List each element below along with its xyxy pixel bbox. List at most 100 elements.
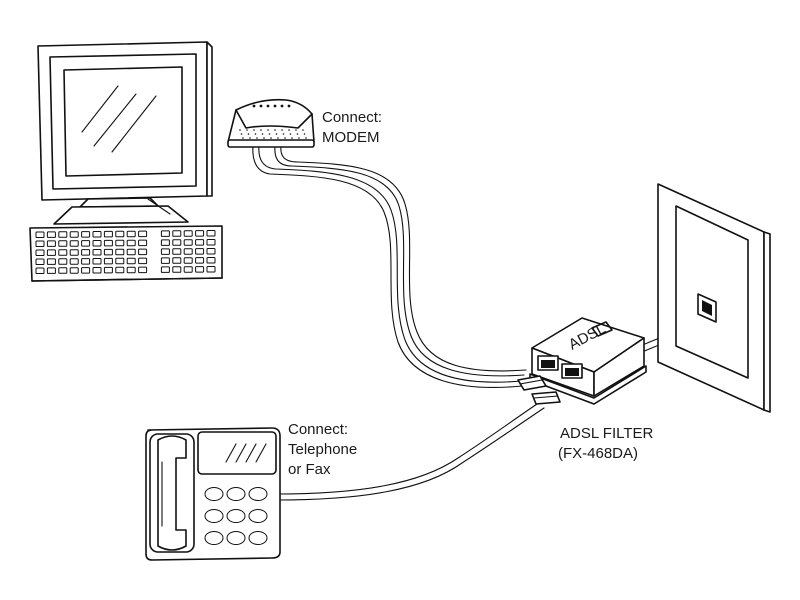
- keyboard-key: [35, 249, 45, 256]
- modem-grill-hole: [242, 137, 244, 139]
- keyboard-key: [126, 239, 136, 247]
- keyboard-key: [206, 230, 216, 237]
- keyboard-key: [58, 249, 68, 256]
- keyboard-key: [103, 239, 113, 247]
- keyboard-key: [69, 240, 79, 247]
- modem-grill-hole: [275, 133, 278, 135]
- modem-grill-hole: [254, 133, 257, 135]
- keyboard-key: [195, 248, 205, 255]
- modem-grill-hole: [302, 129, 304, 131]
- modem-label: Connect: MODEM: [322, 109, 382, 146]
- telephone-key: [248, 531, 268, 545]
- modem-grill-hole: [277, 137, 279, 139]
- keyboard-key: [46, 258, 56, 265]
- modem-grill-hole: [261, 133, 264, 135]
- keyboard-key: [172, 230, 182, 237]
- keyboard-key: [69, 267, 79, 274]
- modem-grill-hole: [260, 129, 262, 131]
- modem-grill-hole: [247, 133, 250, 135]
- telephone-key: [204, 509, 224, 523]
- phone-connect-text: Connect:: [288, 421, 348, 438]
- keyboard-key: [172, 239, 182, 246]
- phone-device-text: Telephone: [288, 441, 357, 458]
- modem-light: [273, 104, 277, 108]
- modem-grill-hole: [303, 133, 306, 135]
- keyboard-key: [103, 230, 113, 238]
- modem-grill-hole: [240, 133, 243, 135]
- keyboard-key: [183, 230, 193, 237]
- keyboard-key: [206, 257, 216, 264]
- keyboard-key: [138, 257, 148, 265]
- keyboard-key: [160, 266, 170, 273]
- keyboard-key: [92, 240, 102, 247]
- keyboard-key: [138, 230, 148, 238]
- modem-device-text: MODEM: [322, 129, 380, 146]
- keyboard-key: [46, 249, 56, 256]
- keyboard-key: [172, 257, 182, 264]
- modem-grill-hole: [270, 137, 272, 139]
- modem-grill-hole: [282, 133, 285, 135]
- keyboard-icon: [29, 225, 223, 282]
- modem-cable: [252, 145, 527, 389]
- keyboard-key: [126, 248, 136, 256]
- keyboard-key: [46, 267, 56, 274]
- modem-light: [266, 104, 270, 108]
- keyboard-key: [206, 239, 216, 246]
- filter-name-text: ADSL FILTER: [560, 425, 654, 442]
- modem-grill-hole: [305, 137, 307, 139]
- keyboard-key: [160, 248, 170, 255]
- modem-grill-hole: [295, 129, 297, 131]
- keyboard-key: [126, 266, 136, 274]
- keyboard-key: [160, 257, 170, 264]
- keyboard-key: [81, 267, 91, 274]
- keyboard-key: [115, 230, 125, 238]
- modem-grill-hole: [239, 129, 241, 131]
- computer-monitor-icon: [37, 41, 213, 225]
- modem-grill-hole: [284, 137, 286, 139]
- modem-grill-hole: [291, 137, 293, 139]
- keyboard-key: [92, 258, 102, 265]
- keyboard-key: [138, 266, 148, 274]
- keyboard-key: [81, 231, 91, 238]
- keyboard-key: [58, 267, 68, 274]
- keyboard-key: [115, 266, 125, 274]
- modem-icon: [227, 98, 315, 148]
- keyboard-key: [35, 267, 45, 274]
- modem-grill-hole: [267, 129, 269, 131]
- modem-grill-hole: [256, 137, 258, 139]
- modem-grill-hole: [253, 129, 255, 131]
- keyboard-key: [183, 248, 193, 255]
- modem-light: [280, 104, 284, 108]
- keyboard-key: [35, 240, 45, 247]
- telephone-key: [226, 509, 246, 523]
- keyboard-key: [172, 266, 182, 273]
- keyboard-key: [195, 257, 205, 264]
- keyboard-key: [126, 257, 136, 265]
- keyboard-key: [81, 258, 91, 265]
- filter-label: ADSL FILTER (FX-468DA): [558, 425, 654, 462]
- keyboard-key: [115, 248, 125, 256]
- telephone-key: [204, 487, 224, 501]
- keyboard-key: [115, 239, 125, 247]
- keyboard-key: [92, 231, 102, 238]
- modem-grill-hole: [289, 133, 292, 135]
- filter-model-text: (FX-468DA): [558, 445, 638, 462]
- keyboard-key: [183, 266, 193, 273]
- modem-grill-hole: [268, 133, 271, 135]
- modem-light: [252, 104, 256, 108]
- keyboard-key: [103, 266, 113, 274]
- telephone-key: [226, 487, 246, 501]
- modem-grill-hole: [288, 129, 290, 131]
- keyboard-key: [92, 249, 102, 256]
- keyboard-key: [138, 248, 148, 256]
- modem-light: [287, 104, 291, 108]
- modem-grill-hole: [263, 137, 265, 139]
- keyboard-key: [183, 239, 193, 246]
- keyboard-key: [35, 231, 45, 238]
- modem-grill-hole: [296, 133, 299, 135]
- phone-device2-text: or Fax: [288, 461, 331, 478]
- telephone-key: [204, 531, 224, 545]
- keyboard-key: [58, 240, 68, 247]
- keyboard-key: [103, 257, 113, 265]
